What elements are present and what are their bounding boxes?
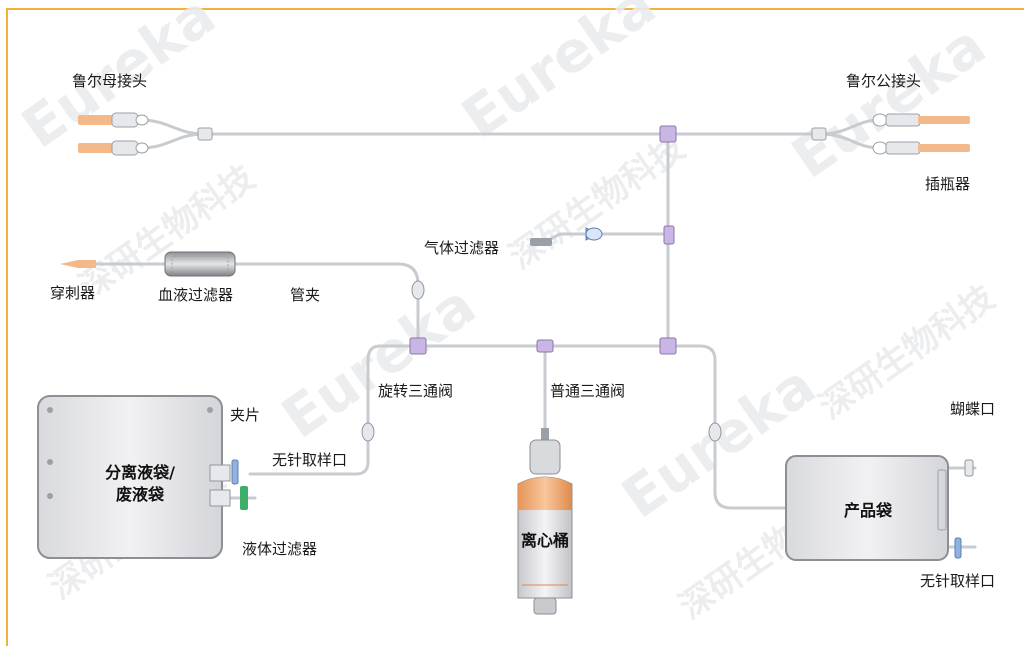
separation-bag xyxy=(37,395,248,559)
label-tube-clamp: 管夹 xyxy=(290,286,321,304)
label-piercer: 穿刺器 xyxy=(50,284,96,302)
blood-filter xyxy=(164,251,236,277)
label-butterfly-port: 蝴蝶口 xyxy=(950,400,996,418)
female-luer-connector xyxy=(78,112,213,156)
label-standard-valve: 普通三通阀 xyxy=(550,382,626,400)
label-liquid-filter: 液体过滤器 xyxy=(242,540,318,558)
product-bag xyxy=(785,455,974,561)
label-male-luer: 鲁尔公接头 xyxy=(846,72,922,90)
tube-clamp xyxy=(361,280,722,442)
label-needleless-port-right: 无针取样口 xyxy=(920,572,996,590)
cross-connector xyxy=(409,125,677,355)
separation-bag-label-line1: 分离液袋/ xyxy=(105,463,175,482)
male-luer-connector xyxy=(811,113,970,155)
gas-filter xyxy=(530,227,603,246)
separation-bag-label: 分离液袋/ 废液袋 xyxy=(80,462,200,505)
product-bag-label: 产品袋 xyxy=(843,501,892,520)
centrifuge-bucket xyxy=(517,428,573,615)
diagram-frame xyxy=(6,8,1024,646)
label-spike: 插瓶器 xyxy=(925,175,971,193)
label-blood-filter: 血液过滤器 xyxy=(158,286,234,304)
label-needleless-port-left: 无针取样口 xyxy=(272,451,348,469)
label-rotary-valve: 旋转三通阀 xyxy=(378,382,454,400)
piercer xyxy=(60,260,96,268)
label-female-luer: 鲁尔母接头 xyxy=(72,72,148,90)
centrifuge-label: 离心桶 xyxy=(520,531,569,550)
label-gas-filter: 气体过滤器 xyxy=(424,239,500,257)
separation-bag-label-line2: 废液袋 xyxy=(115,484,164,504)
label-clip: 夹片 xyxy=(230,406,261,424)
